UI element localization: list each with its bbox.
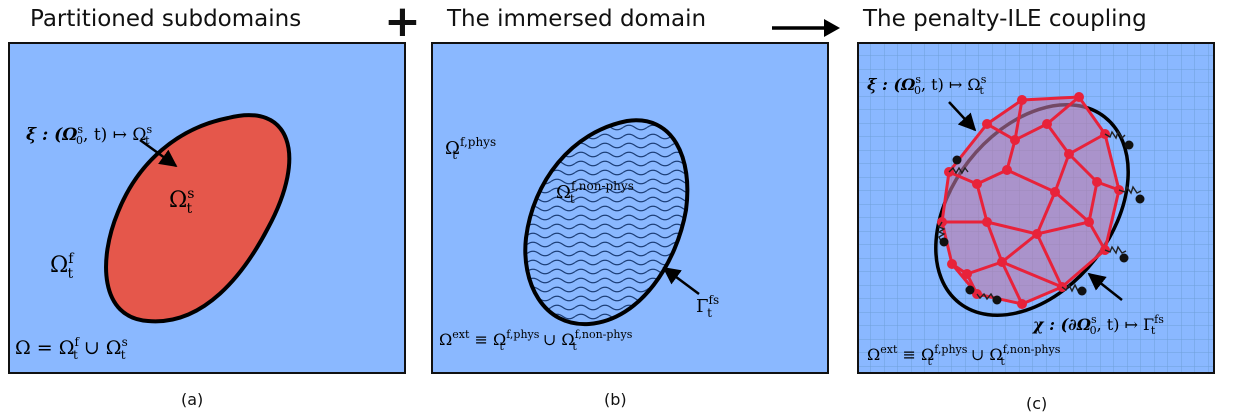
plus-operator: + bbox=[384, 0, 421, 47]
chi-arrow bbox=[1087, 272, 1123, 301]
sublabel-b: (b) bbox=[604, 390, 627, 409]
title-penalty-ile-coupling: The penalty-ILE coupling bbox=[863, 6, 1147, 32]
title-partitioned-subdomains: Partitioned subdomains bbox=[30, 6, 302, 32]
map-arrow bbox=[139, 138, 178, 168]
boundary-nodes bbox=[939, 140, 1145, 305]
right-arrow-icon bbox=[772, 19, 840, 37]
solid-body bbox=[104, 113, 292, 324]
non-physical-fluid-region bbox=[523, 118, 690, 327]
title-immersed-domain: The immersed domain bbox=[447, 6, 707, 32]
interface-arrow bbox=[662, 266, 700, 296]
sublabel-a: (a) bbox=[181, 390, 204, 409]
map-arrow bbox=[948, 101, 977, 132]
sublabel-c: (c) bbox=[1026, 394, 1048, 413]
penalty-springs bbox=[937, 130, 1142, 301]
